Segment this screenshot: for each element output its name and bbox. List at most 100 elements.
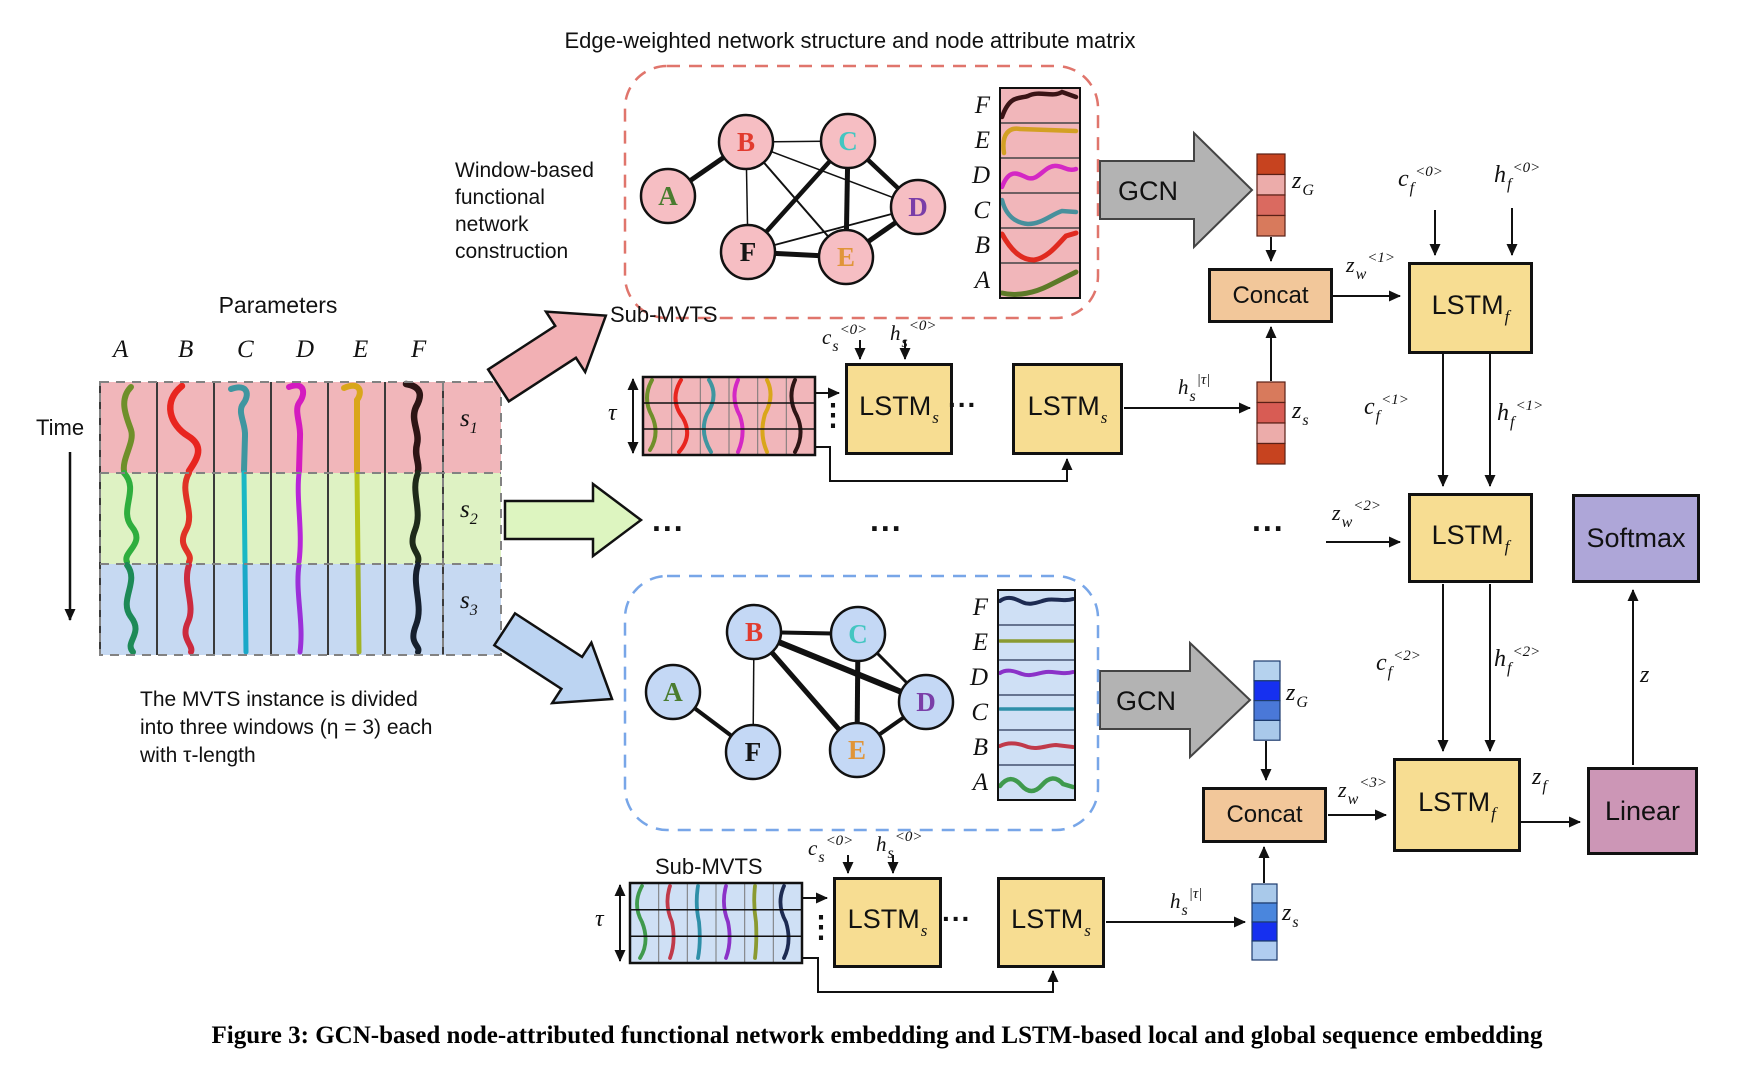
gcn-arrow-top [1099,130,1254,250]
label-zf: zf [1532,764,1547,795]
label-cs0-top: cs<0> [822,322,868,355]
ellipsis-lstm-top: ... [948,382,978,413]
node-e [817,228,875,286]
sub-mvts-label-bottom: Sub-MVTS [655,854,763,879]
matrix-row-label: D [971,162,990,189]
window-label-s3: s3 [460,587,478,619]
matrix-row-label: E [972,629,988,656]
zg-top-bar [1256,153,1286,237]
node-c-letter: C [838,126,858,156]
gcn-label-bottom: GCN [1116,686,1176,716]
lstm-s-block-1: LSTMs [845,363,953,455]
concat-block-bottom: Concat [1202,787,1327,843]
matrix-row-label: B [973,734,988,761]
col-label-e: E [353,336,369,363]
node-a [644,663,702,721]
blue-attribute-matrix: F E D C B A [969,589,1076,801]
matrix-row-label: C [971,699,988,726]
label-hf2: hf<2> [1494,644,1541,677]
node-c-letter: C [848,619,868,649]
col-label-a: A [113,336,129,363]
window-label-s1: s1 [460,405,478,437]
node-f [724,723,782,781]
pink-graph-edges [666,139,920,260]
window-label-s2: s2 [460,496,478,528]
tau-label-top: τ [608,400,617,426]
node-b [717,113,775,171]
label-cs0-bottom: cs<0> [808,833,854,866]
blue-graph-edges [671,629,928,754]
node-a [639,167,697,225]
node-b-letter: B [737,127,755,157]
zs-bottom-bar [1251,883,1278,961]
label-zw2: zw<2> [1332,498,1381,531]
label-hstau-top: hs|τ| [1178,372,1211,405]
matrix-row-label: E [974,127,990,154]
window-arrow-s3 [492,611,614,705]
lstm-s-block-4: LSTMs [997,877,1105,968]
matrix-row-label: F [974,92,991,119]
softmax-block: Softmax [1572,494,1700,583]
node-b [725,603,783,661]
node-d-letter: D [908,192,928,222]
node-d-letter: D [916,687,936,717]
label-cf2: cf<2> [1376,648,1421,681]
lstm-s-block-3: LSTMs [833,877,942,968]
ellipsis-mid-3: ... [1252,502,1285,538]
matrix-row-label: C [973,197,990,224]
node-e-letter: E [837,242,855,272]
blue-graph-nodes [644,603,955,781]
lstm-f-block-2: LSTMf [1408,493,1533,583]
lstm-f-block-1: LSTMf [1408,262,1533,354]
label-hs0-top: hs<0> [890,318,937,351]
node-d [897,673,955,731]
label-zg-bottom: zG [1286,680,1308,711]
label-zw1: zw<1> [1346,250,1395,283]
label-zg-top: zG [1292,168,1314,199]
label-cf1: cf<1> [1364,392,1409,425]
ellipsis-lstm-bottom: ... [942,896,972,927]
col-label-b: B [178,336,194,363]
gcn-arrow-bottom [1099,640,1252,760]
matrix-row-label: F [972,594,989,621]
label-hf1: hf<1> [1497,398,1544,431]
ellipsis-vert-bottom: ⋮ [806,911,838,944]
top-title: Edge-weighted network structure and node… [564,28,1136,53]
label-hs0-bottom: hs<0> [876,829,923,862]
node-a-letter: A [663,677,683,707]
blue-network-container [623,574,1100,832]
node-f-letter: F [740,237,757,267]
label-zs-bottom: zs [1282,900,1299,931]
zs-top-bar [1256,381,1286,465]
label-z: z [1640,662,1650,688]
linear-block: Linear [1587,767,1698,855]
matrix-row-label: B [975,232,990,259]
label-cf0: cf<0> [1398,164,1443,197]
ellipsis-mid-1: ... [652,502,685,538]
window-arrow-s2 [503,481,644,559]
matrix-row-label: A [973,267,991,294]
label-zs-top: zs [1292,398,1309,429]
node-f [719,223,777,281]
pink-network-container [623,64,1100,320]
col-label-c: C [237,336,254,363]
mvts-note: The MVTS instance is divided into three … [140,688,433,767]
time-label: Time [36,415,85,440]
zg-bottom-bar [1253,660,1281,741]
flow-arrows [803,208,1639,993]
sub-mvts-top-matrix [627,375,817,457]
concat-block-top: Concat [1208,268,1333,323]
col-label-d: D [296,336,315,363]
node-c [819,112,877,170]
lstm-f-block-3: LSTMf [1393,758,1521,852]
matrix-row-label: D [969,664,988,691]
col-label-f: F [411,336,427,363]
sub-mvts-bottom-matrix [614,881,804,965]
gcn-label-top: GCN [1118,176,1178,206]
ellipsis-mid-2: ... [870,502,903,538]
matrix-row-label: A [971,769,989,796]
lstm-s-block-2: LSTMs [1012,363,1123,455]
label-hstau-bottom: hs|τ| [1170,886,1203,919]
window-construction-note: Window-based functional network construc… [455,159,594,263]
